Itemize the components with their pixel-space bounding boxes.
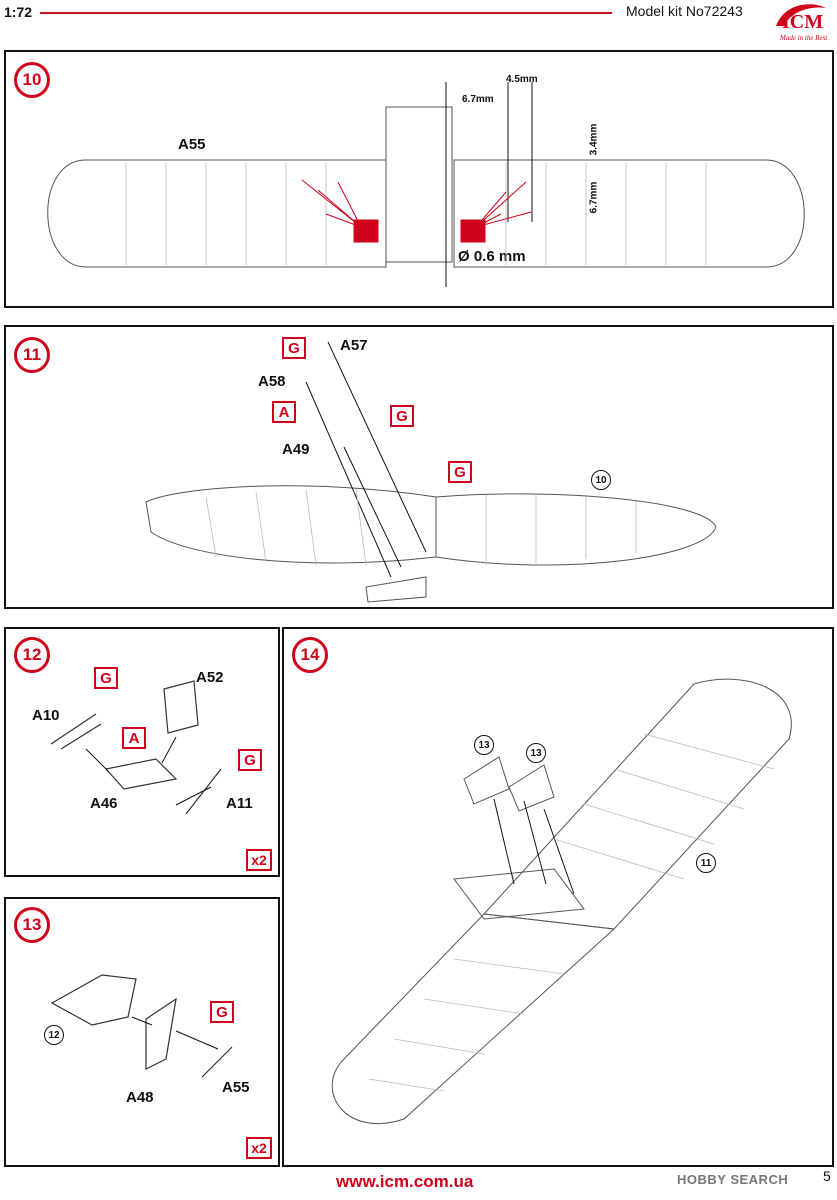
- part-label: A10: [32, 707, 60, 724]
- brand-tagline: Made in the Best: [779, 34, 828, 42]
- wing-plan-drawing: [47, 82, 805, 287]
- step-14-panel: 14 13 13 11: [282, 627, 834, 1167]
- quantity-badge: x2: [246, 1137, 272, 1159]
- part-label: A46: [90, 795, 118, 812]
- step-reference: 13: [526, 743, 546, 763]
- seat-frame-drawing: [50, 974, 233, 1078]
- step-10-panel: 10 A55 4.5mm 6.7mm 3.4mm 6.7mm Ø 0.6 mm: [4, 50, 834, 308]
- part-label: A57: [340, 337, 368, 354]
- material-box-g: G: [282, 337, 306, 359]
- icm-logo-graphic: ICM Made in the Best: [776, 4, 828, 42]
- step-number: 10: [14, 62, 50, 98]
- step-number: 11: [14, 337, 50, 373]
- part-label: A58: [258, 373, 286, 390]
- material-box-g: G: [238, 749, 262, 771]
- part-label: A55: [178, 136, 206, 153]
- material-box-g: G: [390, 405, 414, 427]
- quantity-badge: x2: [246, 849, 272, 871]
- icm-logo: ICM Made in the Best: [762, 0, 834, 44]
- website-link[interactable]: www.icm.com.ua: [336, 1172, 474, 1191]
- watermark: HOBBY SEARCH: [677, 1172, 789, 1187]
- step-reference: 10: [591, 470, 611, 490]
- part-label: A55: [222, 1079, 250, 1096]
- step-number: 13: [14, 907, 50, 943]
- step-reference: 12: [44, 1025, 64, 1045]
- material-box-g: G: [448, 461, 472, 483]
- part-label: A11: [226, 795, 253, 812]
- wing-seats-drawing: [331, 678, 792, 1125]
- dimension-label: 4.5mm: [506, 74, 538, 85]
- part-label: A52: [196, 669, 224, 686]
- brand-name: ICM: [782, 11, 823, 33]
- material-box-a: A: [272, 401, 296, 423]
- step-11-panel: 11 G A57 A58 A G A49 G 10: [4, 325, 834, 609]
- drill-size-label: Ø 0.6 mm: [458, 248, 526, 265]
- material-box-g: G: [210, 1001, 234, 1023]
- seat-assembly-drawing: [50, 680, 222, 815]
- step-12-panel: 12 G A52 A10 A G A46 A11 x2: [4, 627, 280, 877]
- page-number: 5: [823, 1168, 831, 1184]
- step-number: 14: [292, 637, 328, 673]
- header-rule: [40, 12, 612, 14]
- model-number: Model kit No72243: [626, 3, 743, 19]
- part-label: A48: [126, 1089, 154, 1106]
- dimension-label: 6.7mm: [462, 94, 494, 105]
- step-reference: 11: [696, 853, 716, 873]
- scale-label: 1:72: [4, 4, 33, 20]
- material-box-a: A: [122, 727, 146, 749]
- step-number: 12: [14, 637, 50, 673]
- part-label: A49: [282, 441, 310, 458]
- wing-assembly-drawing: [145, 341, 717, 603]
- step-13-panel: 13 G 12 A48 A55 x2: [4, 897, 280, 1167]
- material-box-g: G: [94, 667, 118, 689]
- step-reference: 13: [474, 735, 494, 755]
